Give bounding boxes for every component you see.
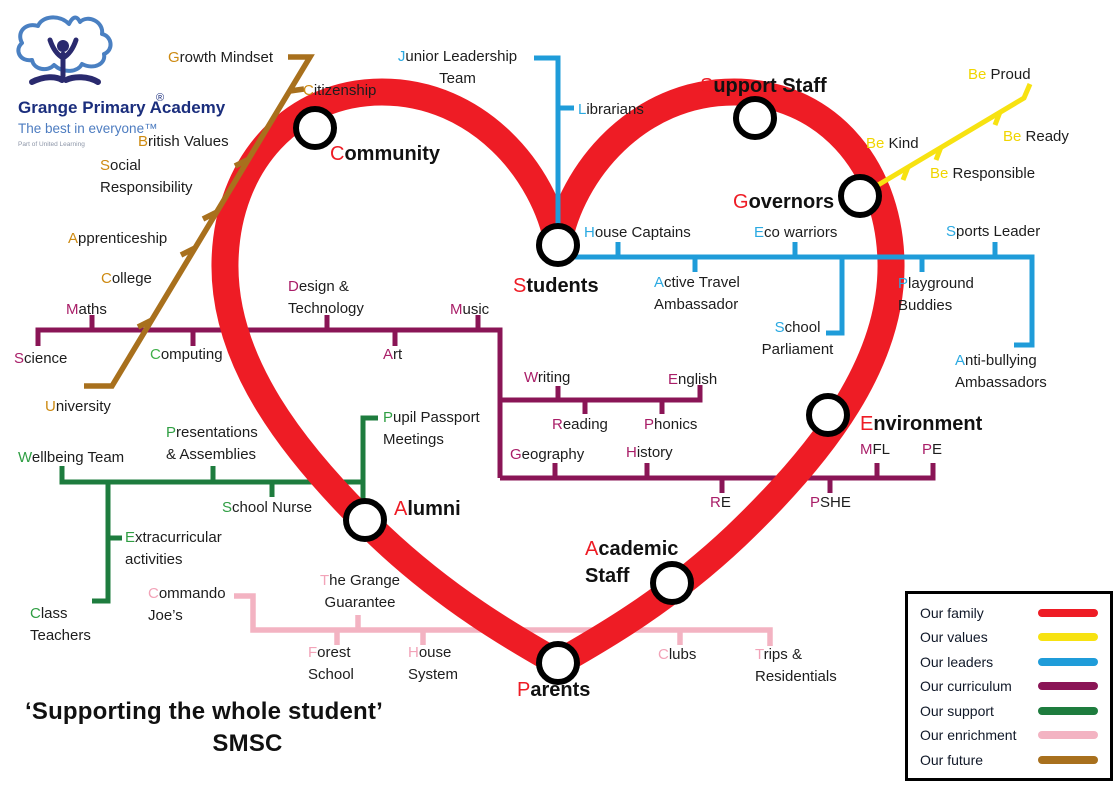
label-writing: Writing [524, 369, 571, 386]
our-curriculum-line [35, 315, 936, 493]
label-pe: PE [922, 441, 943, 458]
legend-row-our-support: Our support [908, 703, 1110, 719]
station-community [293, 106, 337, 150]
label-wellbeing-team: Wellbeing Team [18, 449, 125, 466]
registered-mark: ® [156, 92, 165, 104]
legend-row-our-curriculum: Our curriculum [908, 678, 1110, 694]
label-be-proud: Be Proud [968, 66, 1031, 83]
station-label-alumni: Alumni [394, 498, 461, 520]
station-students [536, 223, 580, 267]
school-logo: ® Grange Primary Academy The best in eve… [14, 10, 229, 155]
label-be-kind: Be Kind [866, 135, 919, 152]
legend-row-our-values: Our values [908, 629, 1110, 645]
our-future-line [84, 54, 315, 389]
label-computing: Computing [150, 346, 223, 363]
label-phonics: Phonics [644, 416, 698, 433]
legend-swatch-support [1038, 706, 1098, 715]
label-be-responsible: Be Responsible [930, 165, 1036, 182]
station-label-environment: Environment [860, 413, 983, 435]
title-line2: SMSC [212, 730, 283, 757]
legend-box: Our family Our values Our leaders Our cu… [905, 591, 1113, 781]
legend-swatch-family [1038, 608, 1098, 617]
label-college: College [101, 270, 152, 287]
label-pshe: PSHE [810, 494, 851, 511]
station-circles [293, 96, 882, 685]
legend-row-our-family: Our family [908, 605, 1110, 621]
legend-swatch-leaders [1038, 657, 1098, 666]
label-science: Science [14, 350, 68, 367]
label-librarians: Librarians [578, 101, 644, 118]
station-environment [806, 393, 850, 437]
station-academic-staff [650, 561, 694, 605]
label-apprenticeship: Apprenticeship [68, 230, 168, 247]
school-name: Grange Primary Academy [18, 98, 226, 117]
label-art: Art [383, 346, 403, 363]
station-support-staff [733, 96, 777, 140]
our-leaders-line [534, 55, 1035, 348]
label-eco-warriors: Eco warriors [754, 224, 838, 241]
label-mfl: MFL [860, 441, 891, 458]
school-tagline: The best in everyone™ [18, 121, 158, 136]
our-support-line [59, 415, 378, 604]
label-re: RE [710, 494, 731, 511]
station-governors [838, 174, 882, 218]
label-history: History [626, 444, 673, 461]
station-label-community: Community [330, 143, 441, 165]
station-label-support-staff: Support Staff [700, 75, 827, 97]
station-label-governors: Governors [733, 191, 835, 213]
legend-swatch-enrichment [1038, 731, 1098, 739]
label-english: English [668, 371, 718, 388]
label-be-ready: Be Ready [1003, 128, 1069, 145]
our-values-line [861, 83, 1033, 197]
label-design-technology: Design &Technology [288, 278, 364, 317]
label-trips-residentials: Trips &Residentials [755, 646, 837, 685]
label-presentations-assemblies: Presentations& Assemblies [166, 424, 258, 463]
label-british-values: British Values [138, 133, 229, 150]
legend-row-our-future: Our future [908, 752, 1110, 768]
label-geography: Geography [510, 446, 585, 463]
school-subtext: Part of United Learning [18, 141, 85, 148]
poster-title: ‘Supporting the whole student’ SMSC [25, 698, 470, 758]
label-growth-mindset: Growth Mindset [168, 49, 274, 66]
label-reading: Reading [552, 416, 608, 433]
station-label-students: Students [513, 275, 599, 297]
station-label-parents: Parents [517, 679, 591, 701]
station-alumni [343, 498, 387, 542]
label-university: University [45, 398, 111, 415]
label-maths: Maths [66, 301, 107, 318]
logo-tree-icon [16, 15, 113, 85]
label-house-captains: House Captains [584, 224, 691, 241]
legend-swatch-values [1038, 633, 1098, 641]
our-enrichment-line [234, 593, 773, 646]
label-sports-leader: Sports Leader [946, 223, 1041, 240]
title-line1: ‘Supporting the whole student’ [25, 698, 383, 725]
legend-row-our-enrichment: Our enrichment [908, 727, 1110, 743]
label-school-nurse: School Nurse [222, 499, 313, 516]
label-clubs: Clubs [658, 646, 697, 663]
legend-swatch-future [1038, 755, 1098, 764]
legend-row-our-leaders: Our leaders [908, 654, 1110, 670]
label-music: Music [450, 301, 490, 318]
label-citizenship: Citizenship [303, 82, 377, 99]
station-parents [536, 641, 580, 685]
legend-swatch-curriculum [1038, 682, 1098, 690]
